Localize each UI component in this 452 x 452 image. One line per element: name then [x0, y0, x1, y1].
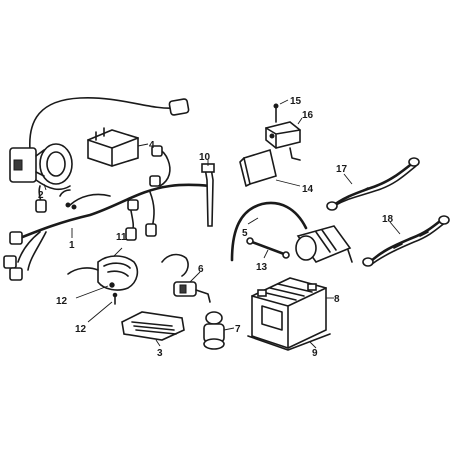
callout-8: 8 [334, 294, 340, 305]
callout-5: 5 [242, 228, 248, 239]
callout-7: 7 [235, 324, 241, 335]
callout-labels: 1 2 3 4 5 6 7 8 9 10 11 12 12 13 14 15 1… [38, 96, 394, 359]
part-horn [67, 247, 139, 323]
callout-11: 11 [116, 232, 127, 243]
part-battery-cable [246, 237, 290, 259]
callout-17: 17 [336, 164, 348, 175]
part-cable-18 [362, 215, 450, 267]
callout-14: 14 [302, 184, 314, 195]
part-battery [247, 277, 334, 351]
callout-9: 9 [312, 348, 318, 359]
callout-12-upper: 12 [56, 296, 68, 307]
part-mounting-bracket [239, 148, 301, 187]
callout-6: 6 [198, 264, 204, 275]
part-cable-17 [326, 157, 420, 211]
part-cable-tie [201, 163, 215, 227]
part-ignition-switch [203, 311, 235, 350]
part-fuse-holder [161, 253, 211, 303]
callout-1: 1 [69, 240, 75, 251]
callout-18: 18 [382, 214, 394, 225]
callout-12-lower: 12 [75, 324, 87, 335]
part-regulator [121, 311, 185, 347]
callout-13: 13 [256, 262, 268, 273]
callout-15: 15 [290, 96, 302, 107]
callout-16: 16 [302, 110, 314, 121]
callout-3: 3 [157, 348, 163, 359]
part-wiring-harness [3, 145, 212, 281]
part-ignition-coil [9, 97, 190, 191]
callout-2: 2 [38, 190, 44, 201]
part-relay-box [87, 127, 149, 167]
part-starter-motor [230, 201, 353, 263]
callout-4: 4 [149, 140, 155, 151]
part-switch-unit [265, 99, 303, 161]
callout-10: 10 [199, 152, 211, 163]
